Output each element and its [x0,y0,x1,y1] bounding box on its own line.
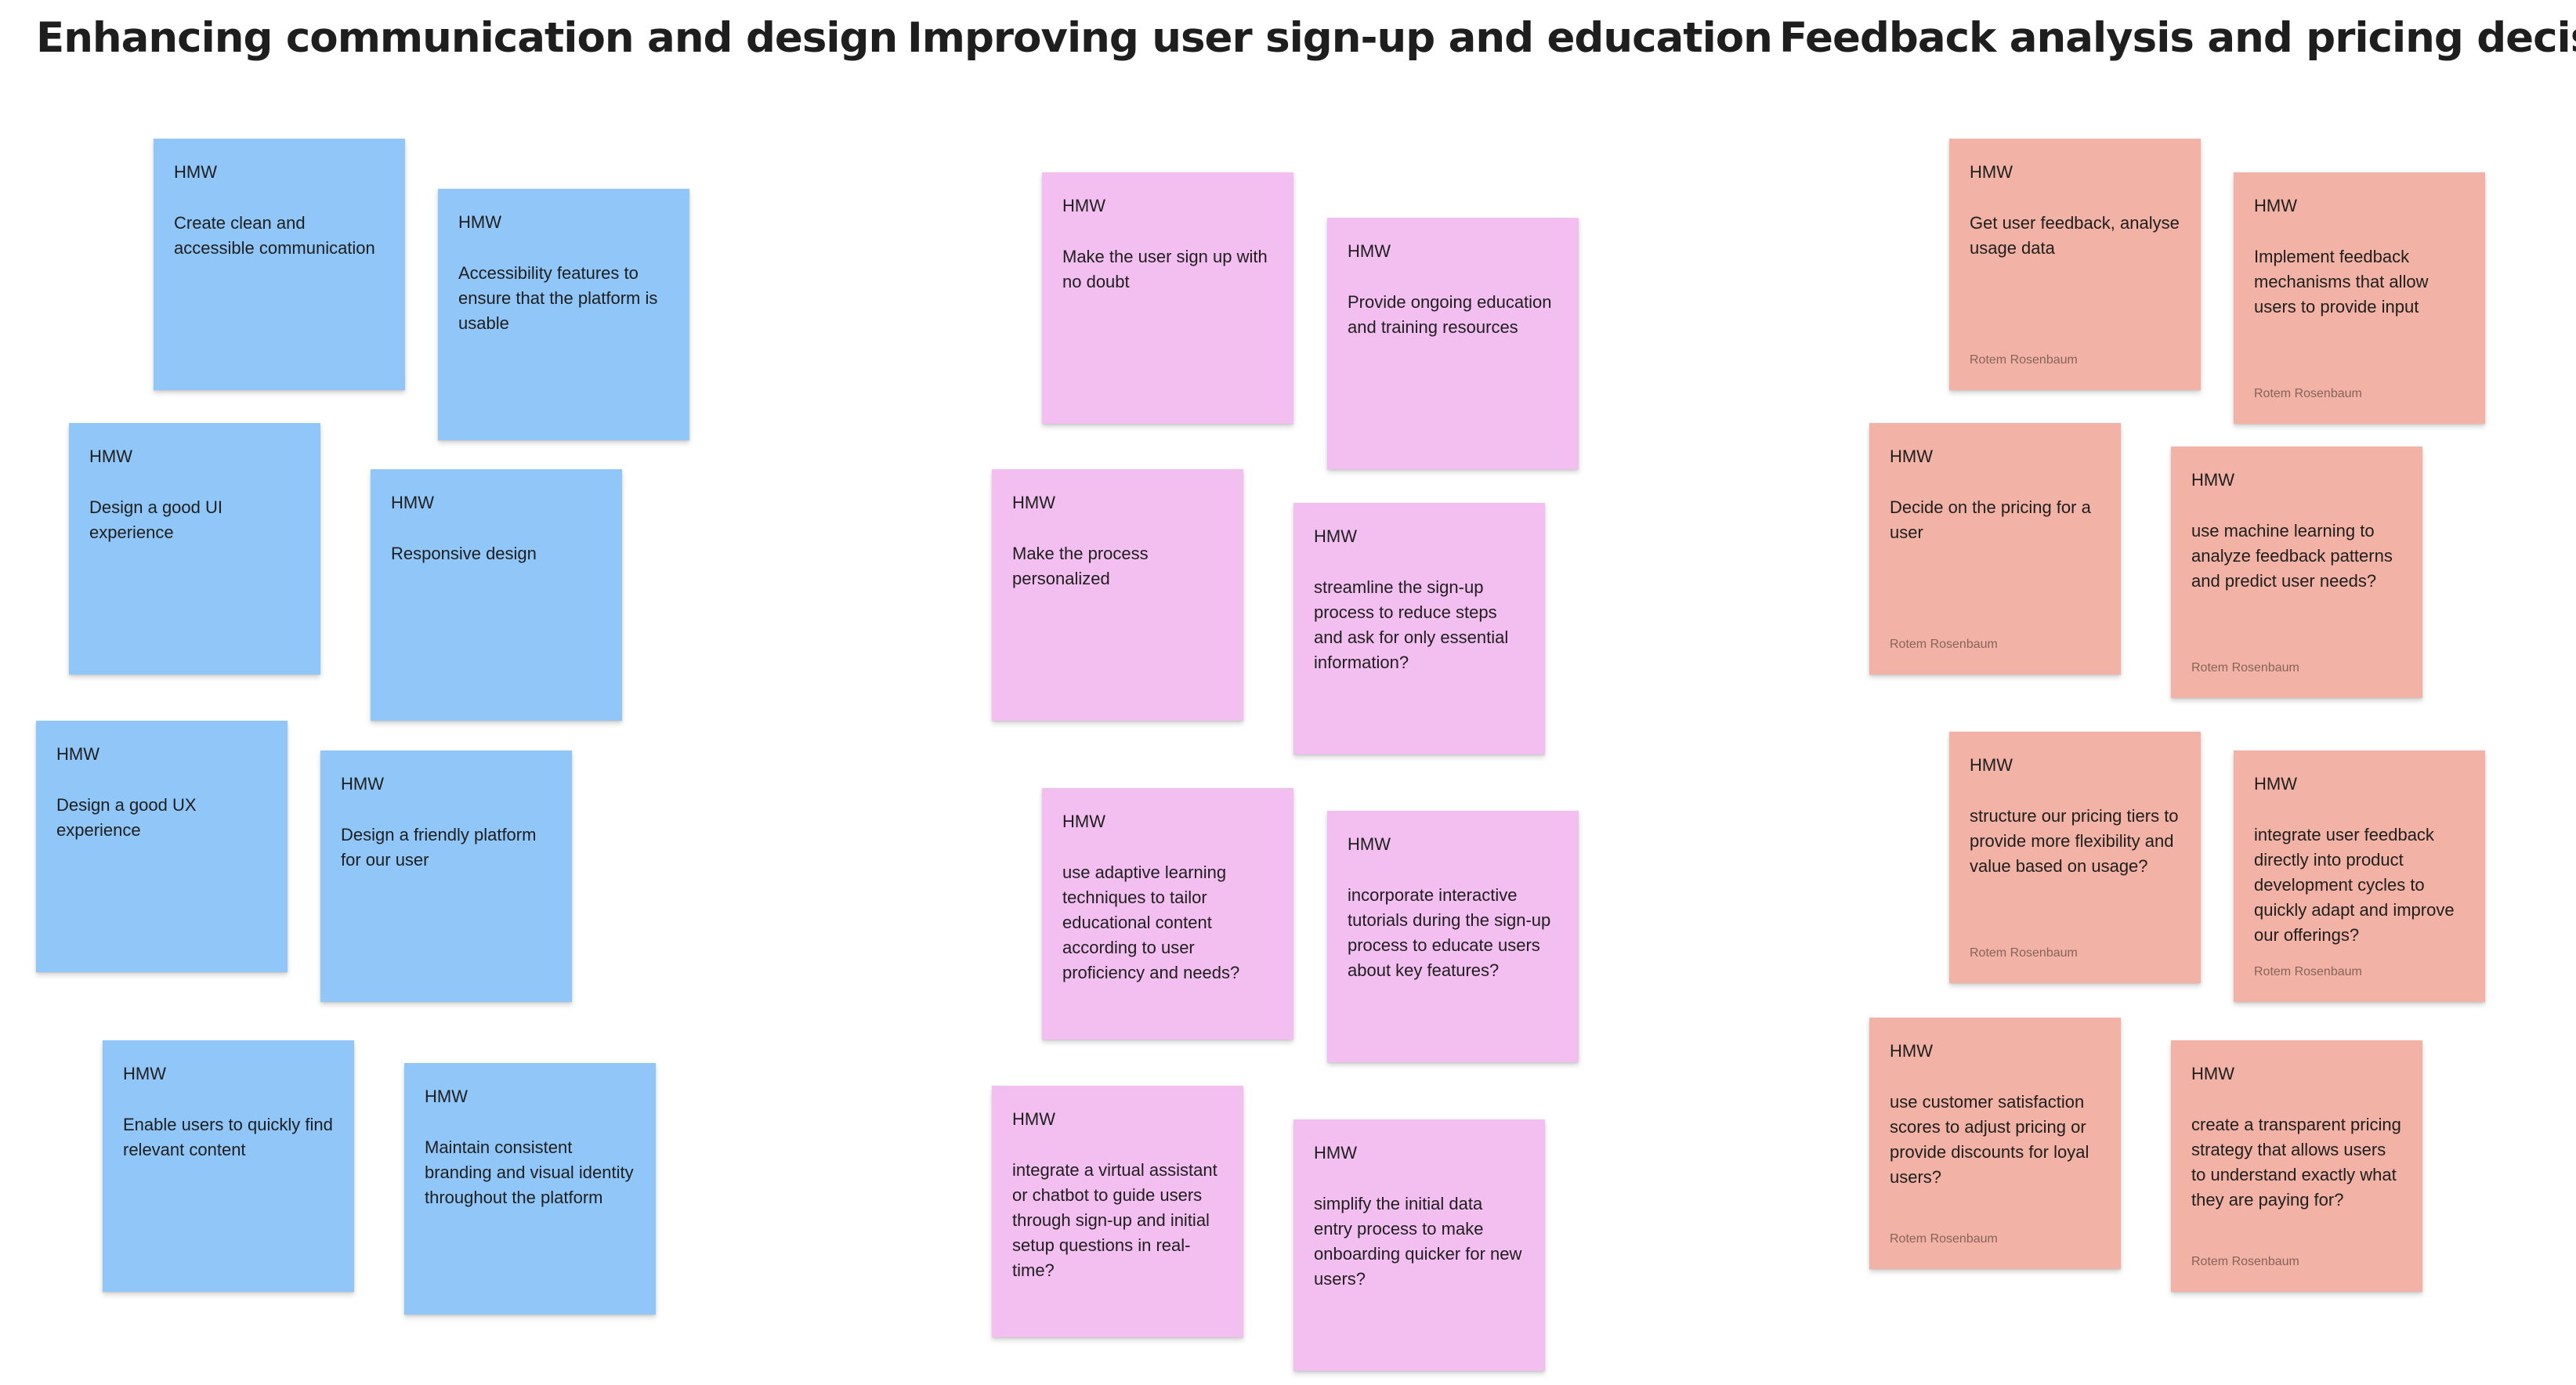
sticky-tag: HMW [1012,1109,1055,1129]
sticky-tag: HMW [1314,1143,1357,1163]
sticky-author: Rotem Rosenbaum [1890,638,1998,651]
sticky-tag: HMW [2191,470,2234,490]
sticky-note[interactable]: HMW Make the user sign up with no doubt [1042,172,1293,424]
sticky-tag: HMW [458,212,501,232]
sticky-text: structure our pricing tiers to provide m… [1970,806,2179,876]
sticky-tag: HMW [1890,447,1933,466]
sticky-tag: HMW [1348,834,1391,854]
sticky-note[interactable]: HMW Accessibility features to ensure tha… [438,189,689,440]
sticky-text: use machine learning to analyze feedback… [2191,521,2393,591]
sticky-text: integrate user feedback directly into pr… [2254,825,2455,945]
sticky-note[interactable]: HMW structure our pricing tiers to provi… [1949,732,2201,983]
sticky-note[interactable]: HMW Get user feedback, analyse usage dat… [1949,139,2201,390]
sticky-tag: HMW [2254,196,2297,215]
sticky-note[interactable]: HMW create a transparent pricing strateg… [2171,1040,2422,1292]
sticky-tag: HMW [1062,196,1105,215]
sticky-author: Rotem Rosenbaum [1890,1232,1998,1246]
sticky-note[interactable]: HMW Create clean and accessible communic… [154,139,405,390]
sticky-text: Provide ongoing education and training r… [1348,292,1552,337]
sticky-tag: HMW [1970,755,2013,775]
sticky-text: Create clean and accessible communicatio… [174,213,375,258]
sticky-tag: HMW [1348,241,1391,261]
sticky-tag: HMW [1970,162,2013,182]
sticky-tag: HMW [89,447,132,466]
sticky-text: Accessibility features to ensure that th… [458,263,658,333]
sticky-text: Maintain consistent branding and visual … [425,1137,634,1207]
sticky-note[interactable]: HMW Implement feedback mechanisms that a… [2234,172,2485,424]
sticky-text: Make the process personalized [1012,544,1149,588]
sticky-note[interactable]: HMW use adaptive learning techniques to … [1042,788,1293,1040]
sticky-note[interactable]: HMW simplify the initial data entry proc… [1293,1119,1545,1371]
section-title-signup-education: Improving user sign-up and education [907,14,1773,62]
sticky-tag: HMW [174,162,217,182]
section-title-communication-design: Enhancing communication and design [36,14,898,62]
sticky-text: Design a good UI experience [89,497,223,542]
sticky-author: Rotem Rosenbaum [1970,946,2078,960]
sticky-text: incorporate interactive tutorials during… [1348,885,1551,980]
sticky-note[interactable]: HMW Design a good UI experience [69,423,320,674]
sticky-tag: HMW [425,1087,468,1106]
sticky-author: Rotem Rosenbaum [2191,661,2299,674]
sticky-tag: HMW [2254,774,2297,794]
sticky-text: Decide on the pricing for a user [1890,497,2091,542]
sticky-note[interactable]: HMW Decide on the pricing for a user Rot… [1869,423,2121,674]
sticky-text: Implement feedback mechanisms that allow… [2254,247,2429,316]
sticky-tag: HMW [56,744,99,764]
sticky-text: Design a good UX experience [56,795,197,840]
sticky-author: Rotem Rosenbaum [2254,387,2362,400]
sticky-text: Make the user sign up with no doubt [1062,247,1268,291]
sticky-note[interactable]: HMW Provide ongoing education and traini… [1327,218,1579,469]
sticky-note[interactable]: HMW integrate a virtual assistant or cha… [992,1086,1243,1337]
sticky-text: Enable users to quickly find relevant co… [123,1115,333,1159]
sticky-tag: HMW [2191,1064,2234,1083]
sticky-text: use customer satisfaction scores to adju… [1890,1092,2089,1187]
sticky-note[interactable]: HMW Design a friendly platform for our u… [320,750,572,1002]
sticky-author: Rotem Rosenbaum [1970,353,2078,367]
sticky-author: Rotem Rosenbaum [2254,965,2362,978]
sticky-text: streamline the sign-up process to reduce… [1314,577,1509,672]
sticky-text: use adaptive learning techniques to tail… [1062,862,1240,982]
sticky-note[interactable]: HMW Responsive design [371,469,622,721]
sticky-note[interactable]: HMW use customer satisfaction scores to … [1869,1018,2121,1269]
sticky-tag: HMW [391,493,434,512]
sticky-note[interactable]: HMW streamline the sign-up process to re… [1293,503,1545,754]
sticky-tag: HMW [1062,812,1105,831]
sticky-tag: HMW [341,774,384,794]
sticky-tag: HMW [1890,1041,1933,1061]
sticky-note[interactable]: HMW Enable users to quickly find relevan… [103,1040,354,1292]
sticky-text: create a transparent pricing strategy th… [2191,1115,2401,1210]
sticky-tag: HMW [123,1064,166,1083]
sticky-author: Rotem Rosenbaum [2191,1255,2299,1268]
sticky-text: Design a friendly platform for our user [341,825,537,870]
sticky-note[interactable]: HMW Design a good UX experience [36,721,288,972]
section-title-feedback-pricing: Feedback analysis and pricing decisions [1779,14,2576,62]
sticky-tag: HMW [1314,526,1357,546]
sticky-note[interactable]: HMW incorporate interactive tutorials du… [1327,811,1579,1062]
sticky-note[interactable]: HMW integrate user feedback directly int… [2234,750,2485,1002]
sticky-note[interactable]: HMW Maintain consistent branding and vis… [404,1063,656,1314]
sticky-note[interactable]: HMW use machine learning to analyze feed… [2171,447,2422,698]
sticky-tag: HMW [1012,493,1055,512]
sticky-text: Responsive design [391,544,537,563]
sticky-text: Get user feedback, analyse usage data [1970,213,2180,258]
sticky-note[interactable]: HMW Make the process personalized [992,469,1243,721]
sticky-text: simplify the initial data entry process … [1314,1194,1522,1289]
sticky-text: integrate a virtual assistant or chatbot… [1012,1160,1217,1280]
